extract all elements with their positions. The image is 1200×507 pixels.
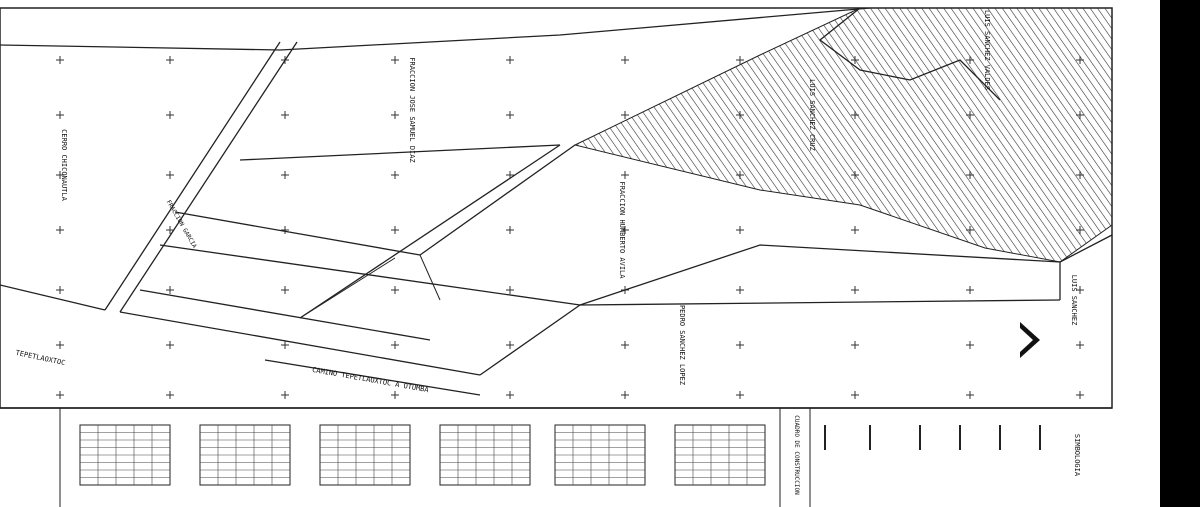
construction-table [199, 424, 291, 486]
hatched-lot [573, 7, 1113, 263]
label-esquina: LUIS SANCHEZ [1070, 275, 1078, 326]
legend-cuadro: CUADRO DE CONSTRUCCION [793, 415, 800, 495]
label-fraccion-side: FRACCION GARCIA [165, 199, 198, 250]
legend-simbologia: SIMBOLOGIA [1073, 434, 1081, 477]
label-fraccion-top: FRACCION JOSE SAMUEL DIAZ [408, 57, 416, 162]
grid-crosses [56, 56, 1084, 399]
construction-table [79, 424, 171, 486]
scan-edge-bar [1160, 0, 1200, 507]
lot-boundaries [0, 7, 1113, 396]
construction-table [674, 424, 766, 486]
label-predio-bottom: PEDRO SANCHEZ LOPEZ [678, 305, 686, 385]
label-predio-top: LUIS SANCHEZ CRUZ [808, 79, 816, 151]
label-road-bottom: CAMINO TEPETLAOXTOC A OTUMBA [312, 366, 430, 395]
construction-table [554, 424, 646, 486]
label-road-left: TEPETLAOXTOC [15, 349, 66, 367]
north-arrow-icon [1020, 322, 1040, 358]
label-predio-right: LUIS SANCHEZ VALDES [983, 10, 991, 90]
construction-table [319, 424, 411, 486]
label-street-left: CERRO CHICONAUTLA [60, 129, 68, 201]
label-fraccion-mid: FRACCION HUMBERTO AVILA [618, 182, 626, 280]
construction-table [439, 424, 531, 486]
legend-area: SIMBOLOGIA CUADRO DE CONSTRUCCION [59, 408, 1081, 507]
